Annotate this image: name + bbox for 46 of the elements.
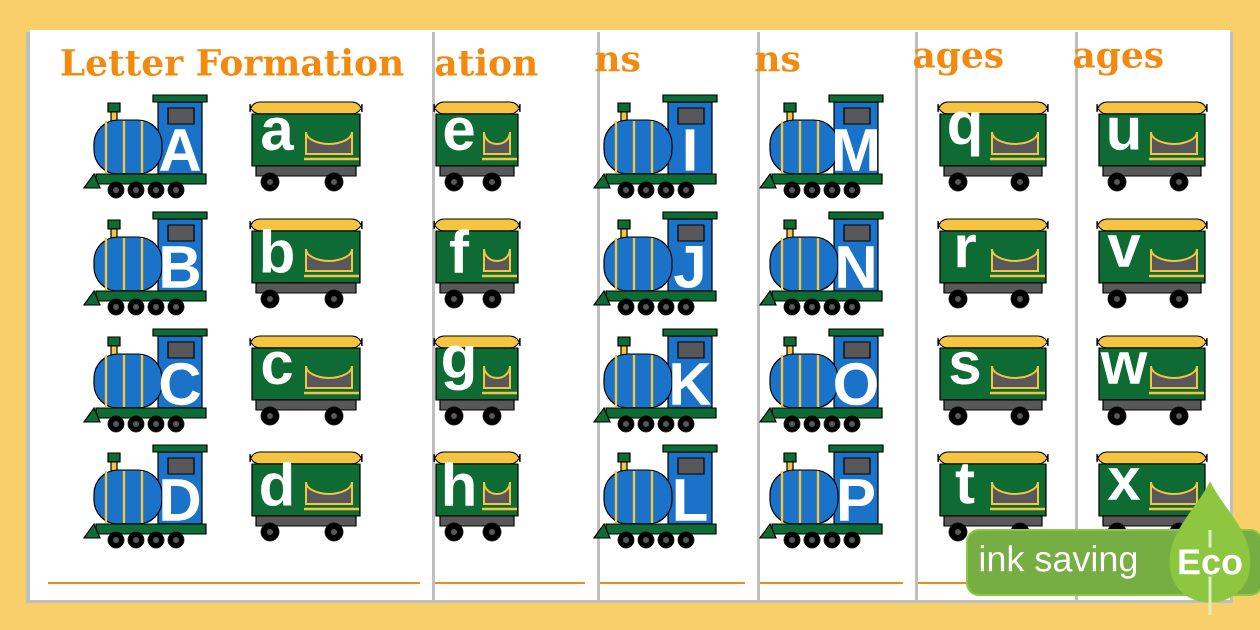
locomotive-drawing: J — [592, 211, 718, 316]
node-label: D — [162, 479, 200, 521]
page-title: ages — [1073, 48, 1163, 76]
carriage-drawing: t — [937, 451, 1049, 542]
node-label: O — [835, 362, 877, 406]
carriage-drawing: e — [433, 101, 521, 192]
carriage-drawing: s — [937, 335, 1049, 426]
locomotive-drawing: I — [592, 94, 718, 199]
node-label: L — [675, 479, 707, 521]
carriage-drawing: b — [249, 218, 363, 309]
locomotive-drawing: L — [592, 444, 718, 549]
carriage-drawing: q — [937, 101, 1049, 192]
carriage-drawing: f — [433, 218, 521, 309]
page-title: ns — [755, 52, 800, 72]
carriage-drawing: h — [433, 451, 521, 542]
locomotive-drawing: P — [758, 444, 884, 549]
carriage-drawing: r — [937, 218, 1049, 309]
locomotive-drawing: K — [592, 328, 718, 433]
locomotive-drawing: C — [82, 328, 208, 433]
page-title: Letter Formation — [61, 48, 404, 76]
locomotive-drawing: A — [82, 94, 208, 199]
node-label: J — [674, 246, 703, 288]
node-label: K — [672, 363, 712, 405]
page-title: ation — [435, 48, 538, 76]
carriage-drawing: g — [433, 335, 521, 426]
leaf-badge: Eco — [1169, 481, 1251, 615]
carriage-drawing: u — [1096, 101, 1208, 192]
carriage-drawing: w — [1096, 335, 1208, 426]
carriage-drawing: v — [1096, 218, 1208, 309]
node-label: N — [838, 246, 874, 288]
carriage-drawing: a — [249, 101, 363, 192]
locomotive-drawing: B — [82, 211, 208, 316]
node-label: P — [840, 479, 874, 521]
node-label: M — [835, 129, 877, 171]
node-label: A — [159, 129, 201, 171]
node-label: B — [162, 246, 199, 288]
locomotive-drawing: D — [82, 444, 208, 549]
node-label: I — [685, 129, 695, 171]
locomotive-drawing: M — [758, 94, 884, 199]
locomotive-drawing: N — [758, 211, 884, 316]
page-title: ns — [595, 52, 640, 72]
node-label: C — [160, 362, 201, 406]
locomotive-drawing: O — [758, 328, 884, 433]
carriage-drawing: d — [249, 451, 363, 542]
carriage-drawing: c — [249, 335, 363, 426]
page-title: ages — [913, 48, 1003, 76]
